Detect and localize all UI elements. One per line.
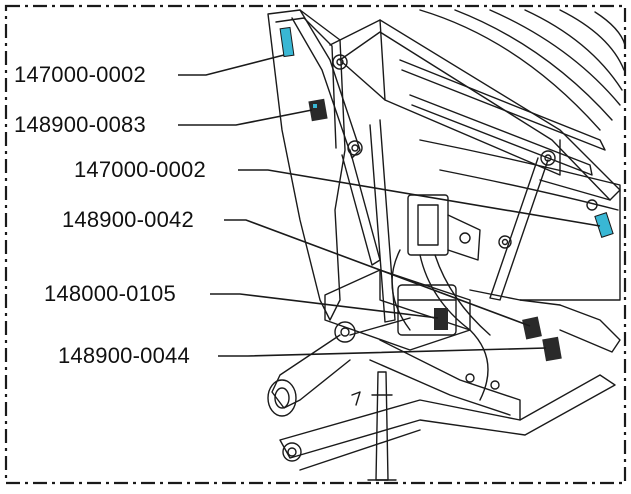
leader-line-6 (218, 347, 547, 357)
decal-147000-0002-a (279, 26, 295, 58)
right-lower-frame (559, 304, 621, 353)
callout-label: 148900-0083 (14, 112, 146, 137)
driveline-guard (379, 339, 521, 421)
drum-rib (419, 9, 601, 131)
decal-148900-0042 (522, 316, 542, 340)
callout-label: 148900-0042 (62, 207, 194, 232)
top-frame-beam (329, 19, 621, 201)
decals (279, 26, 614, 362)
pivot-pin (347, 140, 363, 156)
leader-lines (178, 54, 601, 357)
callout-label: 147000-0002 (74, 157, 206, 182)
jack-stand (375, 371, 389, 481)
hydraulic-hose (419, 254, 489, 401)
lift-arm-left (341, 149, 381, 266)
machine-linework (267, 9, 626, 481)
dash-dot-frame (4, 4, 627, 485)
leader-line-2 (178, 109, 313, 126)
center-post (369, 119, 396, 323)
decal-148900-0044 (542, 336, 562, 362)
leader-line-4 (224, 219, 531, 327)
pivot-pin (540, 150, 556, 166)
hitch-tongue (279, 374, 616, 459)
pto-yoke (267, 379, 297, 417)
hitch-pin (282, 442, 302, 462)
drum-body (419, 139, 621, 301)
pivot-pin (332, 54, 348, 70)
leader-line-1 (178, 54, 285, 76)
pump-housing (397, 284, 457, 336)
callout-label: 148900-0044 (58, 343, 190, 368)
lift-arm-right (489, 157, 549, 301)
callout-label: 147000-0002 (14, 62, 146, 87)
decal-148000-0105 (434, 308, 448, 330)
side-shroud (267, 9, 346, 321)
decal-147000-0002-b (594, 212, 614, 238)
callout-label: 148000-0105 (44, 281, 176, 306)
pto-shaft (271, 334, 351, 409)
leader-line-5 (210, 293, 439, 319)
roller-bar (399, 59, 606, 151)
upper-arm-left (291, 9, 361, 159)
valve-block (407, 194, 449, 256)
leader-line-3 (238, 169, 601, 227)
